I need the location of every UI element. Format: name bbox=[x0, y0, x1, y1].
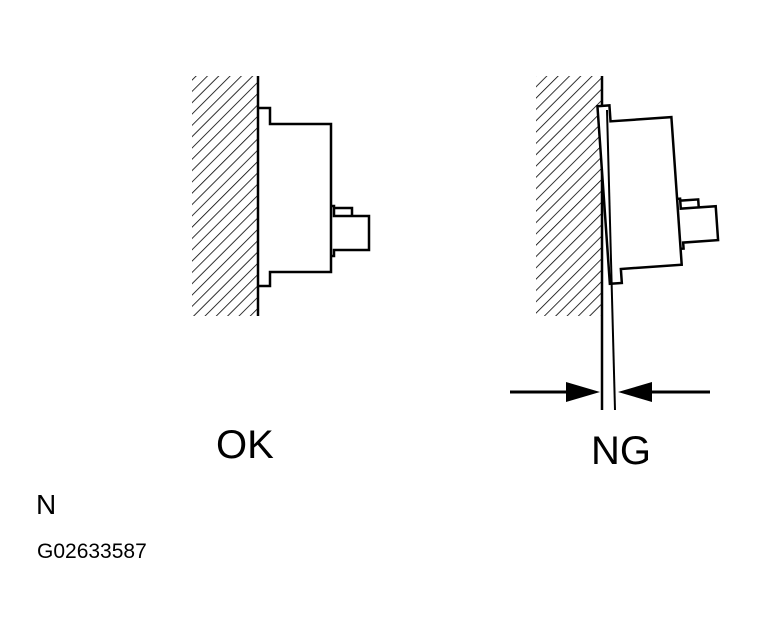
gap-arrow-left bbox=[510, 382, 600, 402]
ng-assembly bbox=[510, 76, 720, 411]
ok-sensor-body bbox=[258, 106, 333, 288]
ng-sensor-connector bbox=[677, 197, 720, 251]
ng-sensor-tilted bbox=[596, 104, 720, 286]
ok-wall-hatching bbox=[192, 76, 258, 316]
ng-gap-reference-line bbox=[606, 109, 616, 411]
marker-label: N bbox=[36, 489, 57, 520]
figure-code: G02633587 bbox=[37, 540, 147, 563]
ok-sensor-connector bbox=[331, 204, 371, 258]
gap-arrow-right bbox=[618, 382, 710, 402]
ng-wall-hatching bbox=[536, 76, 602, 316]
ng-sensor-body bbox=[596, 104, 684, 286]
ok-assembly bbox=[192, 76, 371, 316]
ok-label: OK bbox=[216, 423, 274, 467]
ng-label: NG bbox=[591, 429, 651, 473]
